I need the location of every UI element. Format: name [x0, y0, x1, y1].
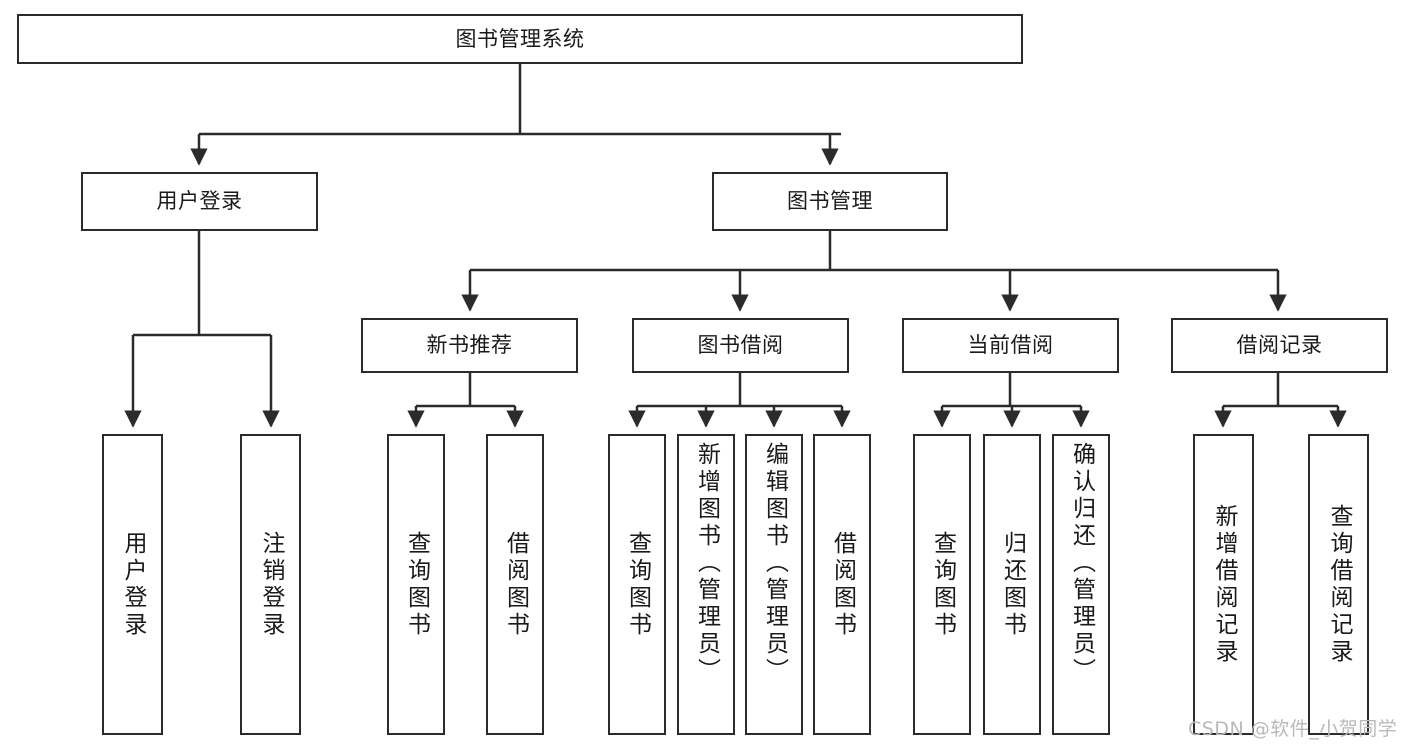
- node-leaf-user-login[interactable]: 用户登录: [102, 434, 163, 735]
- node-leaf-borrow-book-1-label: 借阅图书: [502, 530, 529, 639]
- node-borrow-record[interactable]: 借阅记录: [1171, 318, 1388, 373]
- node-book-management[interactable]: 图书管理: [712, 172, 948, 231]
- node-leaf-query-borrow-record-label: 查询借阅记录: [1326, 503, 1352, 666]
- node-leaf-add-book-admin[interactable]: 新增图书（管理员）: [677, 434, 735, 735]
- node-leaf-add-borrow-record-label: 新增借阅记录: [1211, 503, 1237, 666]
- node-leaf-confirm-return-admin-label: 确认归还（管理员）: [1068, 442, 1095, 685]
- node-leaf-confirm-return-admin[interactable]: 确认归还（管理员）: [1052, 434, 1110, 735]
- node-leaf-logout-login[interactable]: 注销登录: [240, 434, 301, 735]
- node-leaf-edit-book-admin-label: 编辑图书（管理员）: [761, 442, 788, 685]
- node-book-borrow-label: 图书借阅: [697, 333, 784, 358]
- node-leaf-borrow-book-2[interactable]: 借阅图书: [813, 434, 871, 735]
- node-leaf-borrow-book-1[interactable]: 借阅图书: [486, 434, 544, 735]
- node-leaf-query-book-2-label: 查询图书: [624, 530, 651, 639]
- node-new-book-recommend-label: 新书推荐: [426, 333, 513, 358]
- node-current-borrow[interactable]: 当前借阅: [902, 318, 1119, 373]
- node-leaf-query-book-1[interactable]: 查询图书: [387, 434, 445, 735]
- node-user-login-label: 用户登录: [156, 189, 243, 214]
- node-current-borrow-label: 当前借阅: [967, 333, 1054, 358]
- node-leaf-add-book-admin-label: 新增图书（管理员）: [693, 442, 720, 685]
- node-leaf-add-borrow-record[interactable]: 新增借阅记录: [1193, 434, 1254, 735]
- node-leaf-query-book-3[interactable]: 查询图书: [913, 434, 971, 735]
- node-leaf-return-book[interactable]: 归还图书: [983, 434, 1041, 735]
- node-leaf-query-book-2[interactable]: 查询图书: [608, 434, 666, 735]
- node-root-label: 图书管理系统: [455, 26, 585, 51]
- node-borrow-record-label: 借阅记录: [1236, 333, 1323, 358]
- node-root[interactable]: 图书管理系统: [17, 14, 1023, 64]
- node-user-login[interactable]: 用户登录: [81, 172, 318, 231]
- node-leaf-edit-book-admin[interactable]: 编辑图书（管理员）: [745, 434, 803, 735]
- node-leaf-borrow-book-2-label: 借阅图书: [829, 530, 856, 639]
- node-leaf-return-book-label: 归还图书: [999, 530, 1026, 639]
- csdn-watermark: CSDN @软件_小贺同学: [1188, 718, 1398, 740]
- node-book-management-label: 图书管理: [787, 189, 873, 214]
- node-book-borrow[interactable]: 图书借阅: [632, 318, 849, 373]
- node-leaf-query-book-3-label: 查询图书: [929, 530, 956, 639]
- node-leaf-query-book-1-label: 查询图书: [403, 530, 430, 639]
- node-leaf-query-borrow-record[interactable]: 查询借阅记录: [1308, 434, 1369, 735]
- node-leaf-user-login-label: 用户登录: [120, 530, 146, 639]
- node-leaf-logout-login-label: 注销登录: [258, 530, 284, 639]
- node-new-book-recommend[interactable]: 新书推荐: [361, 318, 578, 373]
